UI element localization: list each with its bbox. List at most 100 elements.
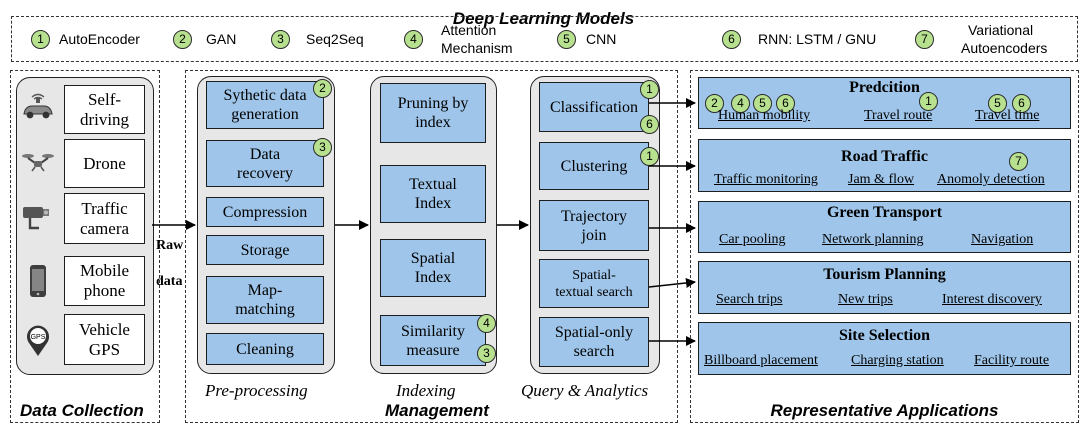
app-link-navigation[interactable]: Navigation — [971, 232, 1034, 247]
source-label: Mobile — [79, 261, 130, 280]
legend-label-vae-1: Variational — [968, 22, 1034, 38]
badge-1-travel-route: 1 — [919, 92, 938, 111]
legend-badge-2: 2 — [173, 30, 192, 49]
applications-section — [690, 70, 1079, 423]
legend-title: Deep Learning Models — [452, 9, 635, 28]
source-label: Vehicle — [79, 319, 130, 339]
badge-3-recovery: 3 — [313, 138, 332, 157]
badge-6-travel-time: 6 — [1012, 94, 1031, 113]
app-group-green-transport — [698, 201, 1071, 253]
source-box-self-driving: Self-driving — [64, 85, 145, 134]
data-collection-caption: Data Collection — [20, 401, 144, 420]
drone-icon — [22, 154, 54, 172]
app-link-travel-route[interactable]: Travel route — [864, 108, 933, 123]
app-link-anomaly-detection[interactable]: Anomoly detection — [937, 172, 1045, 187]
source-label: Drone — [83, 153, 126, 173]
app-link-car-pooling[interactable]: Car pooling — [719, 232, 786, 247]
legend-label-attention-1: Attention — [441, 22, 497, 38]
badge-4-similarity: 4 — [477, 314, 496, 333]
badge-6-classification: 6 — [640, 115, 659, 134]
legend-badge-7: 7 — [915, 30, 934, 49]
app-group-tourism-planning — [698, 261, 1071, 314]
app-link-travel-time[interactable]: Travel time — [975, 108, 1040, 123]
app-link-jam-flow[interactable]: Jam & flow — [848, 172, 915, 187]
app-link-traffic-monitoring[interactable]: Traffic monitoring — [714, 172, 818, 187]
badge-2-human-mobility: 2 — [705, 94, 724, 113]
step-map-matching: Map-matching — [206, 276, 324, 324]
source-box-drone: Drone — [64, 139, 145, 188]
badge-5-human-mobility: 5 — [753, 94, 772, 113]
app-title-prediction: Predcition — [849, 79, 920, 96]
app-link-charging-station[interactable]: Charging station — [851, 353, 944, 368]
legend-label-attention-2: Mechanism — [441, 40, 513, 56]
app-link-network-planning[interactable]: Network planning — [822, 232, 924, 247]
badge-6-human-mobility: 6 — [776, 94, 795, 113]
gps-icon-label: GPS — [31, 334, 46, 341]
legend-label-gan: GAN — [206, 31, 237, 47]
legend-badge-3: 3 — [271, 30, 290, 49]
raw-data-label-1: Raw — [156, 238, 184, 253]
data-collection-section — [10, 70, 160, 423]
badge-3-similarity: 3 — [477, 344, 496, 363]
app-link-new-trips[interactable]: New trips — [838, 292, 893, 307]
badge-1-classification: 1 — [640, 80, 659, 99]
badge-5-travel-time: 5 — [988, 94, 1007, 113]
source-label: GPS — [88, 339, 121, 359]
self-driving-car-icon — [23, 93, 53, 119]
app-title-site-selection: Site Selection — [838, 327, 931, 344]
legend-label-cnn: CNN — [586, 31, 617, 47]
app-link-interest-discovery[interactable]: Interest discovery — [942, 292, 1042, 307]
app-link-billboard-placement[interactable]: Billboard placement — [704, 353, 818, 368]
source-label: driving — [79, 109, 130, 129]
app-link-facility-route[interactable]: Facility route — [974, 353, 1050, 368]
gps-pin-icon: GPS — [27, 325, 49, 356]
app-link-human-mobility[interactable]: Human mobility — [718, 108, 811, 123]
step-spatial-textual-search: Spatial-textual search — [539, 259, 649, 308]
processing-section — [185, 70, 678, 423]
indexing-caption-2: Management — [385, 401, 489, 420]
legend-label-rnn: RNN: LSTM / GNU — [758, 31, 877, 47]
legend-badge-1: 1 — [31, 30, 50, 49]
source-label: camera — [79, 218, 130, 238]
indexing-caption-1: Indexing — [396, 381, 456, 400]
applications-caption: Representative Applications — [770, 401, 999, 420]
step-storage: Storage — [206, 235, 324, 265]
legend-badge-5: 5 — [557, 30, 576, 49]
mobile-phone-icon — [30, 265, 46, 297]
preprocessing-caption: Pre-processing — [205, 381, 308, 400]
legend-box — [11, 16, 1078, 62]
badge-7-anomaly-detection: 7 — [1009, 152, 1028, 171]
source-label: phone — [83, 281, 126, 300]
badge-1-clustering: 1 — [640, 147, 659, 166]
app-title-road-traffic: Road Traffic — [841, 148, 928, 165]
step-clustering: Clustering — [539, 142, 649, 190]
source-label: Self- — [87, 89, 122, 109]
legend-label-vae-2: Autoencoders — [961, 40, 1048, 56]
app-title-green-transport: Green Transport — [826, 204, 943, 221]
step-classification: Classification — [539, 82, 649, 132]
legend-badge-4: 4 — [404, 30, 423, 49]
app-group-road-traffic — [698, 139, 1071, 192]
app-link-search-trips[interactable]: Search trips — [716, 292, 783, 307]
app-group-site-selection — [698, 322, 1071, 375]
badge-4-human-mobility: 4 — [731, 94, 750, 113]
traffic-camera-icon — [23, 207, 49, 230]
legend-label-seq2seq: Seq2Seq — [306, 31, 364, 47]
app-title-tourism-planning: Tourism Planning — [823, 266, 946, 283]
source-label: Traffic — [81, 198, 128, 218]
legend-badge-6: 6 — [722, 30, 741, 49]
step-cleaning: Cleaning — [206, 333, 324, 365]
raw-data-label-2: data — [156, 274, 183, 289]
step-compression: Compression — [206, 197, 324, 227]
